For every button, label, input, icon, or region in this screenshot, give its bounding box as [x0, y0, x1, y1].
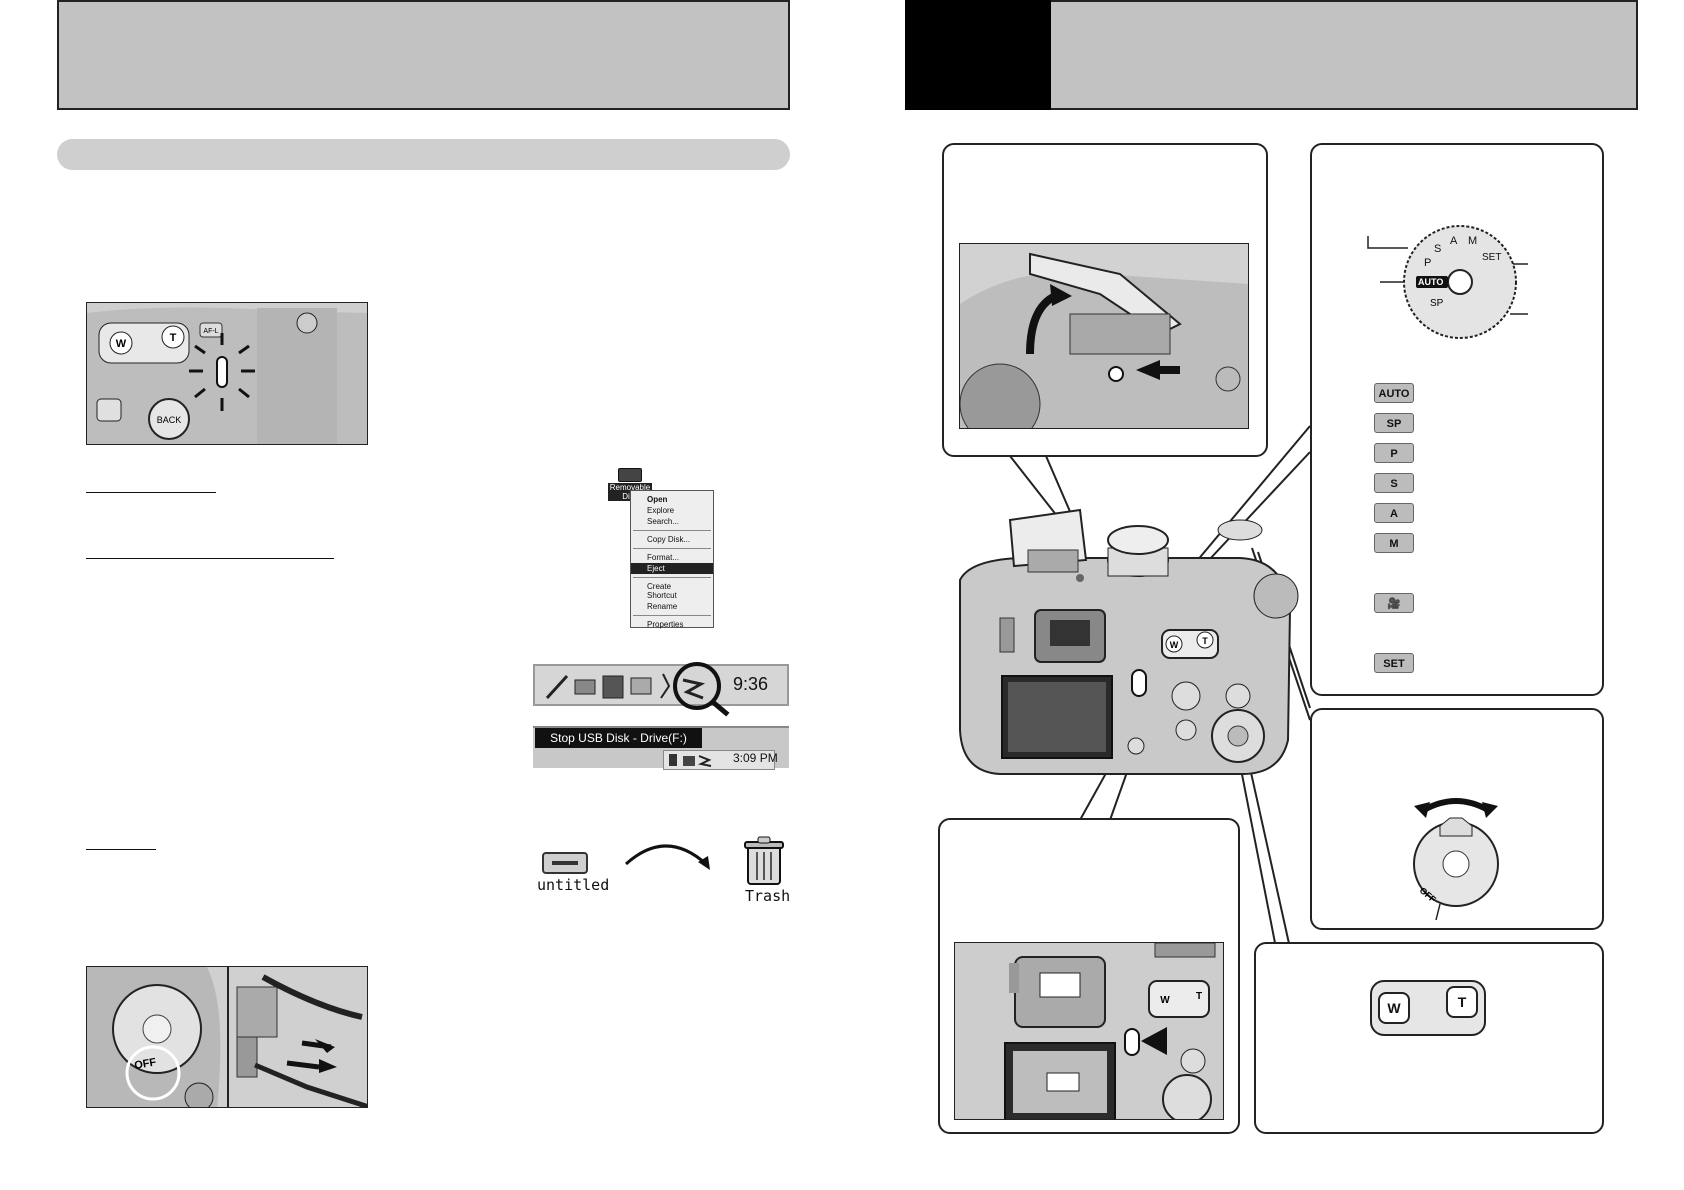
svg-text:BACK: BACK [157, 415, 182, 425]
back-t-label: T [1202, 636, 1208, 646]
trash-label: Trash [745, 887, 791, 905]
mode-tab-auto: AUTO [1374, 383, 1414, 403]
chapter-tab [905, 0, 1051, 110]
menu-item-explore[interactable]: Explore [647, 506, 675, 515]
menu-item-create-shortcut[interactable]: Create Shortcut [647, 582, 677, 600]
zoom-button-box [1254, 942, 1604, 1134]
stop-usb-tooltip[interactable]: Stop USB Disk - Drive(F:) [535, 728, 702, 748]
subheading-underline-3 [86, 849, 156, 850]
trash-can-icon[interactable] [742, 836, 786, 886]
zoom-t-button[interactable]: T [1446, 986, 1478, 1018]
svg-text:T: T [170, 332, 177, 344]
evf-w-label: W [1160, 995, 1170, 1006]
system-tray-xp: Stop USB Disk - Drive(F:) 3:09 PM [533, 726, 789, 770]
section-heading-bar [57, 139, 790, 170]
mode-tab-p: P [1374, 443, 1414, 463]
menu-separator [633, 530, 711, 531]
dial-letter-s: S [1434, 243, 1441, 255]
dial-sp: SP [1430, 298, 1444, 309]
indicator-lamp-photo: W T AF-L BACK [86, 302, 368, 445]
zoom-w-button[interactable]: W [1378, 992, 1410, 1024]
menu-item-format[interactable]: Format... [647, 553, 680, 562]
eject-context-menu: Open Explore Search... Copy Disk... Form… [630, 490, 714, 629]
subheading-underline-1 [86, 492, 216, 493]
menu-separator [633, 615, 711, 616]
dial-letter-set: SET [1482, 252, 1501, 263]
tray-clock-me: 9:36 [733, 674, 769, 694]
left-header-bar [57, 0, 790, 110]
svg-text:AF-L: AF-L [203, 328, 218, 335]
tray-clock-xp: 3:09 PM [733, 751, 778, 765]
menu-separator [633, 548, 711, 549]
removable-disk-label-line1: Removable [609, 483, 651, 492]
mac-disk-icon[interactable] [542, 852, 588, 874]
menu-separator [633, 577, 711, 578]
menu-item-open[interactable]: Open [647, 495, 668, 504]
svg-text:W: W [116, 338, 127, 350]
mac-disk-label: untitled [537, 876, 610, 894]
power-switch-diagram: OFF [1413, 798, 1499, 920]
menu-item-search[interactable]: Search... [647, 517, 680, 526]
back-w-label: W [1170, 640, 1179, 650]
menu-item-eject[interactable]: Eject [631, 563, 713, 574]
svg-text:OFF: OFF [133, 1056, 157, 1072]
mode-tab-set: SET [1374, 653, 1414, 673]
drag-arrow-icon [624, 844, 710, 870]
dial-letter-p: P [1424, 257, 1431, 269]
mode-tab-movie: 🎥 [1374, 593, 1414, 613]
removable-disk-icon [618, 468, 642, 482]
mode-tab-s: S [1374, 473, 1414, 493]
zoom-rocker[interactable]: W T [1370, 980, 1486, 1036]
mode-tab-sp: SP [1374, 413, 1414, 433]
dial-auto: AUTO [1418, 277, 1443, 287]
menu-item-rename[interactable]: Rename [647, 602, 678, 611]
camera-back-illustration: W T [959, 508, 1299, 776]
evf-t-label: T [1196, 991, 1202, 1002]
evf-lcd-photo: W T [954, 942, 1224, 1120]
dial-letter-a: A [1450, 235, 1458, 247]
mode-tab-a: A [1374, 503, 1414, 523]
mode-tab-m: M [1374, 533, 1414, 553]
menu-item-properties[interactable]: Properties [647, 620, 684, 629]
mode-dial-diagram: P S A M SET AUTO SP [1367, 225, 1528, 339]
flash-popup-photo [959, 243, 1249, 429]
safe-removal-magnifier-icon [673, 662, 721, 710]
power-off-cable-photo: OFF [86, 966, 368, 1108]
system-tray-me: 9:36 [533, 662, 789, 717]
menu-item-copy-disk[interactable]: Copy Disk... [647, 535, 691, 544]
subheading-underline-2 [86, 558, 334, 559]
dial-letter-m: M [1468, 235, 1477, 247]
